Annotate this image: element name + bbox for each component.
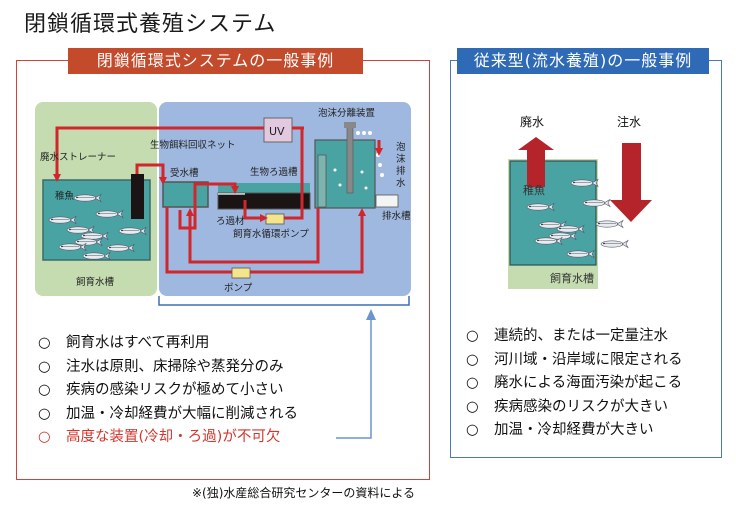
receiving-tank: [162, 181, 209, 208]
label-waste-strainer: 廃水ストレーナー: [40, 151, 116, 163]
label-pump: ポンプ: [224, 283, 253, 294]
drain-tank: [375, 194, 399, 208]
point-item: ○疾病感染のリスクが大きい: [466, 398, 668, 415]
flow-system-diagram: 廃水 注水 稚魚 飼育水槽: [508, 114, 652, 289]
inflow-arrow-icon: [610, 143, 652, 222]
point-item: ○河川域・沿岸域に限定される: [466, 351, 683, 368]
label-uv: UV: [269, 125, 285, 138]
bio-filter-tank: [217, 192, 311, 210]
label-juvenile-fish-right: 稚魚: [523, 184, 545, 197]
label-drain: 廃水: [520, 114, 544, 129]
label-juvenile-fish: 稚魚: [55, 190, 75, 202]
closed-system-points: ○飼育水はすべて再利用 ○注水は原則、床掃除や蒸発分のみ ○疾病の感染リスクが極…: [38, 332, 298, 450]
svg-text:排: 排: [396, 165, 406, 177]
arrow-up-icon: [366, 309, 376, 320]
label-foam-separator: 泡沫分離装置: [318, 107, 375, 119]
point-item: ○連続的、または一定量注水: [466, 328, 668, 344]
page-title: 閉鎖循環式養殖システム: [24, 12, 277, 37]
point-item: ○疾病の感染リスクが極めて小さい: [38, 382, 284, 398]
svg-text:沫: 沫: [396, 153, 406, 165]
source-note: ※(独)水産総合研究センターの資料による: [192, 486, 416, 500]
uv-unit: [263, 117, 293, 143]
waste-strainer: [131, 174, 144, 219]
flow-system-header: 従来型(流水養殖)の一般事例: [457, 48, 709, 74]
bracket: [158, 296, 410, 306]
flow-system-points: ○連続的、または一定量注水 ○河川域・沿岸域に限定される ○廃水による海面汚染が…: [466, 325, 683, 443]
circulation-pump: [265, 213, 285, 225]
point-item: ○廃水による海面汚染が起こる: [466, 375, 683, 391]
label-bio-filter-tank: 生物ろ過槽: [250, 166, 298, 178]
svg-text:泡: 泡: [396, 141, 406, 153]
label-drain-tank: 排水槽: [382, 210, 411, 222]
pump: [231, 267, 251, 279]
point-item: ○加温・冷却経費が大きい: [466, 422, 654, 438]
drain-arrow-icon: [518, 137, 554, 187]
label-bio-feed-net: 生物餌料回収ネット: [150, 139, 236, 151]
label-circulation-pump: 飼育水循環ポンプ: [233, 228, 309, 240]
label-receiving-tank: 受水槽: [170, 167, 199, 179]
point-item: ○注水は原則、床掃除や蒸発分のみ: [38, 358, 284, 375]
label-rearing-tank-right: 飼育水槽: [550, 271, 594, 285]
label-filter-media: ろ過材: [216, 215, 245, 227]
label-inflow: 注水: [617, 114, 641, 129]
closed-system-header: 閉鎖循環式システムの一般事例: [68, 48, 363, 74]
point-item-highlight: ○高度な装置(冷却・ろ過)が不可欠: [38, 429, 281, 445]
label-rearing-tank: 飼育水槽: [76, 276, 115, 288]
point-item: ○飼育水はすべて再利用: [38, 335, 210, 351]
point-item: ○加温・冷却経費が大幅に削減される: [38, 405, 298, 422]
svg-text:水: 水: [396, 177, 406, 189]
